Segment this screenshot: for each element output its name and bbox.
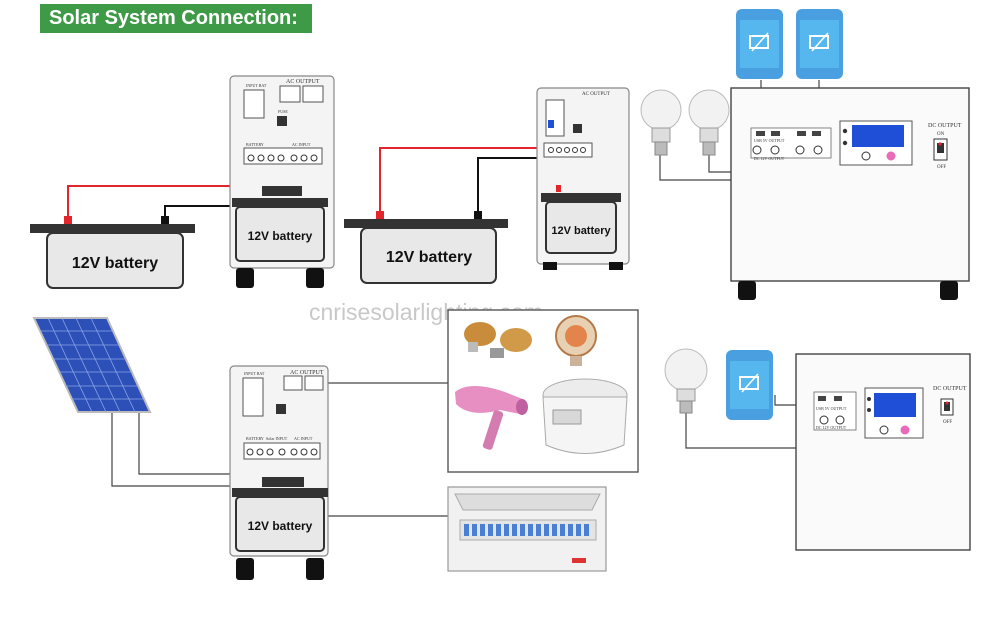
appliances-panel <box>447 309 639 473</box>
positive-wire <box>67 163 254 221</box>
terminal-solar-label: Solar INPUT <box>266 436 288 441</box>
input-bat-label: INPUT BAT <box>244 371 265 376</box>
switch-off-label: OFF <box>937 165 946 170</box>
distribution-box-icon <box>447 486 607 572</box>
battery-label: 12V battery <box>386 249 472 266</box>
page-title: Solar System Connection: <box>40 4 312 33</box>
bulb-icon <box>664 348 708 414</box>
phone-icon <box>736 9 783 79</box>
battery-label: 12V battery <box>551 225 611 237</box>
ac-output-label: AC OUTPUT <box>582 92 610 97</box>
terminal-battery-label: BATTERY <box>246 436 264 441</box>
terminal-ac-label: AC INPUT <box>294 436 313 441</box>
bulb-icon <box>640 89 682 156</box>
hair-dryer-icon <box>455 386 528 450</box>
inverter: AC OUTPUT INPUT BAT FUSE BATTERY AC INPU… <box>229 75 335 288</box>
negative-wire <box>477 157 557 216</box>
bulb-icon <box>464 322 532 358</box>
terminal-ac-label: AC INPUT <box>292 142 311 147</box>
dc-output-label: DC OUTPUT <box>928 123 962 129</box>
battery-label: 12V battery <box>248 519 313 533</box>
dc-output-small-label: DC 12V OUTPUT <box>754 156 785 161</box>
heater-icon <box>555 315 597 366</box>
power-box: USB 5V OUTPUT DC 12V OUTPUT DC OUTPUT OF… <box>795 353 971 551</box>
inverter: AC OUTPUT INPUT BAT BATTERY Solar INPUT … <box>229 365 329 580</box>
solar-panel-icon <box>32 317 152 413</box>
usb-output-label: USB 5V OUTPUT <box>754 138 785 143</box>
switch-on-label: ON <box>937 132 945 137</box>
phone-icon <box>726 350 773 420</box>
dc-output-label: DC OUTPUT <box>933 386 967 392</box>
phone-icon <box>796 9 843 79</box>
inverter: AC OUTPUT 12V battery <box>536 87 630 270</box>
battery: 12V battery <box>30 216 195 289</box>
ac-output-label: AC OUTPUT <box>286 79 320 85</box>
ac-output-label: AC OUTPUT <box>290 370 324 376</box>
usb-output-label: USB 5V OUTPUT <box>816 406 847 411</box>
dc-output-small-label: DC 12V OUTPUT <box>816 425 847 430</box>
battery-label: 12V battery <box>72 255 158 272</box>
battery: 12V battery <box>344 211 508 284</box>
input-bat-label: INPUT BAT <box>246 83 267 88</box>
terminal-battery-label: BATTERY <box>246 142 264 147</box>
fuse-label: FUSE <box>278 109 288 114</box>
battery-label: 12V battery <box>248 229 313 243</box>
bulb-icon <box>688 89 730 156</box>
power-box: USB 5V OUTPUT DC 12V OUTPUT DC OUTPUT ON… <box>730 87 970 300</box>
rice-cooker-icon <box>542 378 628 454</box>
positive-wire <box>379 147 549 216</box>
switch-off-label: OFF <box>943 420 952 425</box>
